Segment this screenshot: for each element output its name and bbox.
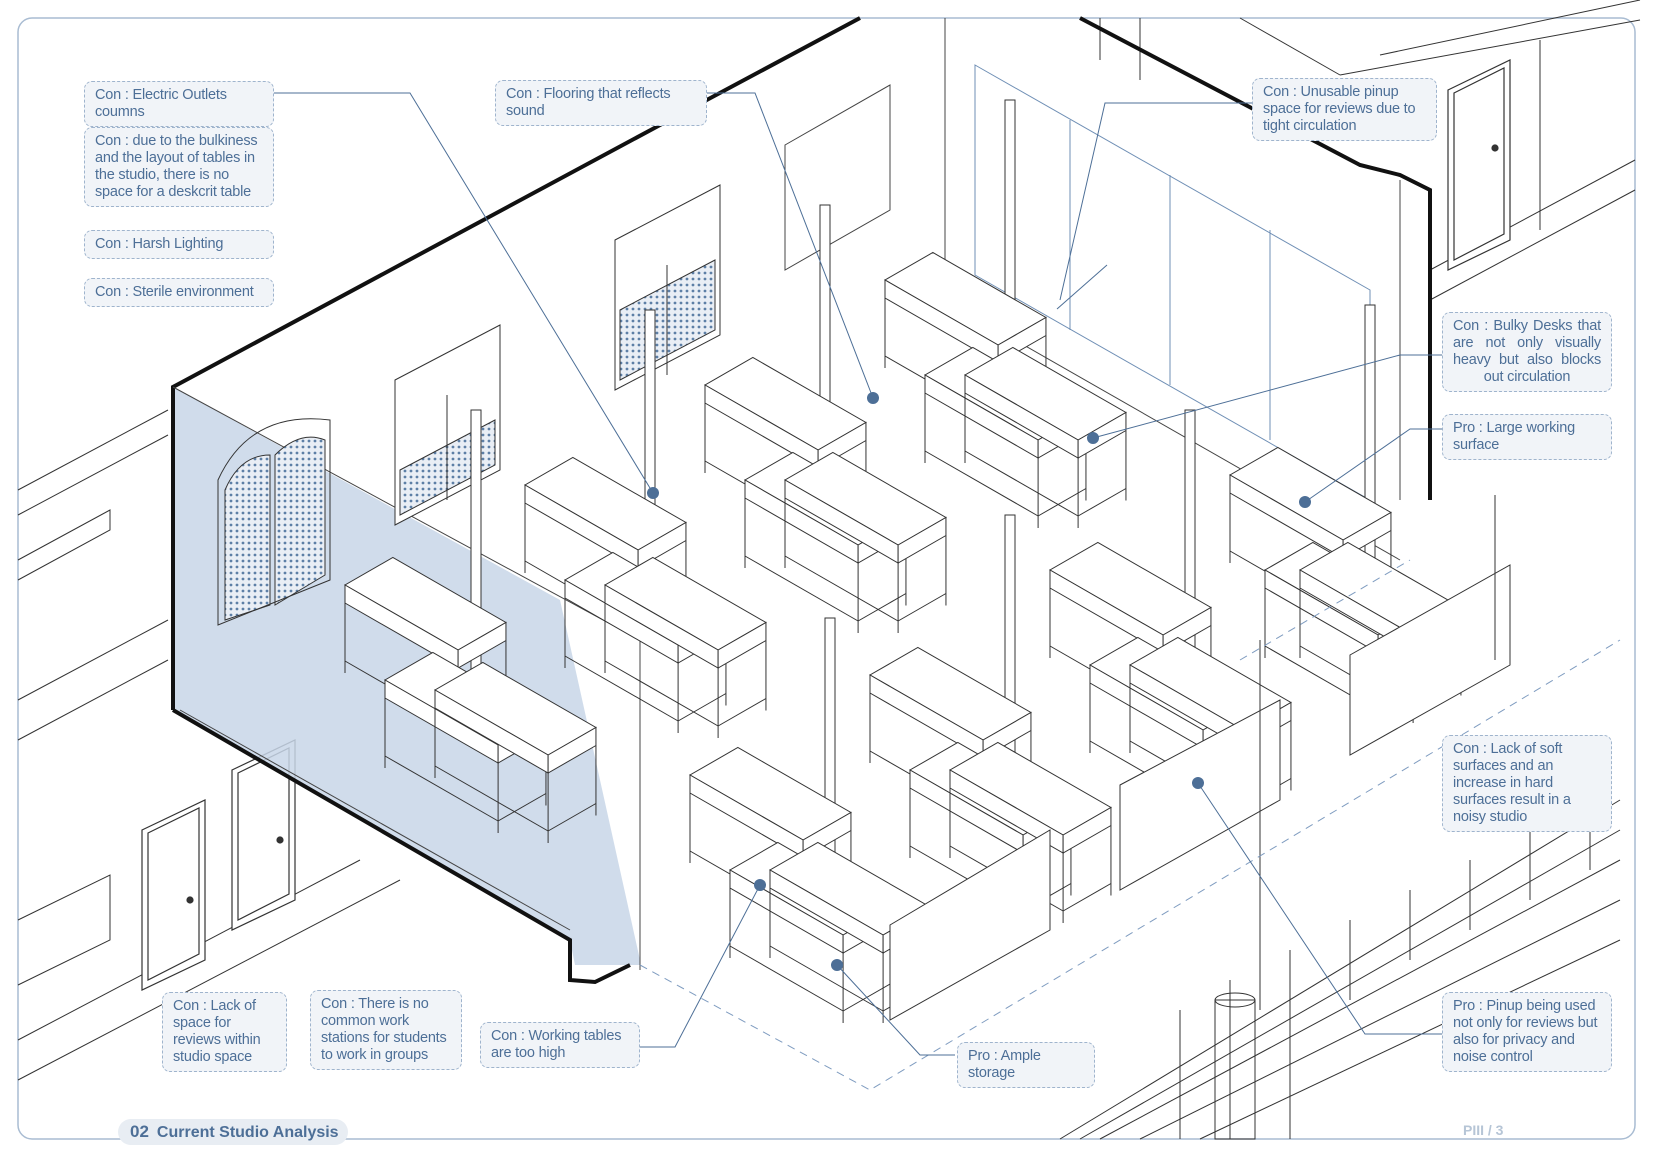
note-tables-too-high: Con : Working tables are too high bbox=[480, 1022, 640, 1068]
page-number: PIII / 3 bbox=[1463, 1122, 1504, 1138]
page-frame bbox=[17, 17, 1636, 1140]
note-lack-review-space: Con : Lack of space for reviews within s… bbox=[162, 992, 287, 1072]
note-no-common-workstations: Con : There is no common work stations f… bbox=[310, 990, 462, 1070]
footer-section-title: 02 Current Studio Analysis bbox=[118, 1119, 348, 1145]
desk bbox=[948, 741, 1112, 923]
door-right bbox=[1447, 59, 1511, 271]
desk bbox=[783, 451, 947, 633]
footer-section-number: 02 bbox=[130, 1122, 149, 1141]
door-left-2 bbox=[231, 739, 296, 931]
context-building bbox=[17, 0, 1641, 1140]
leader-dots bbox=[647, 392, 1311, 971]
leader-lines bbox=[272, 92, 1447, 1056]
note-pinup-space: Con : Unusable pinup space for reviews d… bbox=[1252, 78, 1437, 141]
columns bbox=[470, 99, 1376, 889]
note-bulkiness: Con : due to the bulkiness and the layou… bbox=[84, 127, 274, 207]
window-arched bbox=[217, 418, 331, 626]
note-pinup-privacy: Pro : Pinup being used not only for revi… bbox=[1442, 992, 1612, 1072]
note-large-surface: Pro : Large working surface bbox=[1442, 414, 1612, 460]
window-upper bbox=[614, 184, 721, 391]
desk bbox=[603, 556, 767, 738]
note-flooring: Con : Flooring that reflects sound bbox=[495, 80, 707, 126]
desk bbox=[883, 251, 1047, 433]
note-harsh-lighting: Con : Harsh Lighting bbox=[84, 230, 274, 259]
desk bbox=[963, 346, 1127, 528]
section-cut-bottom bbox=[171, 708, 631, 985]
desk bbox=[343, 556, 507, 738]
note-sterile: Con : Sterile environment bbox=[84, 278, 274, 307]
footer-section-label: Current Studio Analysis bbox=[156, 1124, 339, 1141]
dashed-floor-outline bbox=[639, 559, 1621, 1091]
note-ample-storage: Pro : Ample storage bbox=[957, 1042, 1095, 1088]
window-middle bbox=[394, 324, 501, 526]
note-electric-outlets: Con : Electric Outlets coumns bbox=[84, 81, 274, 127]
pinup-partitions bbox=[889, 495, 1511, 1021]
note-bulky-desks: Con : Bulky Desks that are not only visu… bbox=[1442, 312, 1612, 392]
desk bbox=[433, 661, 597, 843]
note-soft-surfaces: Con : Lack of soft surfaces and an incre… bbox=[1442, 735, 1612, 832]
door-left-1 bbox=[141, 799, 206, 991]
section-cut-outline bbox=[171, 16, 861, 710]
